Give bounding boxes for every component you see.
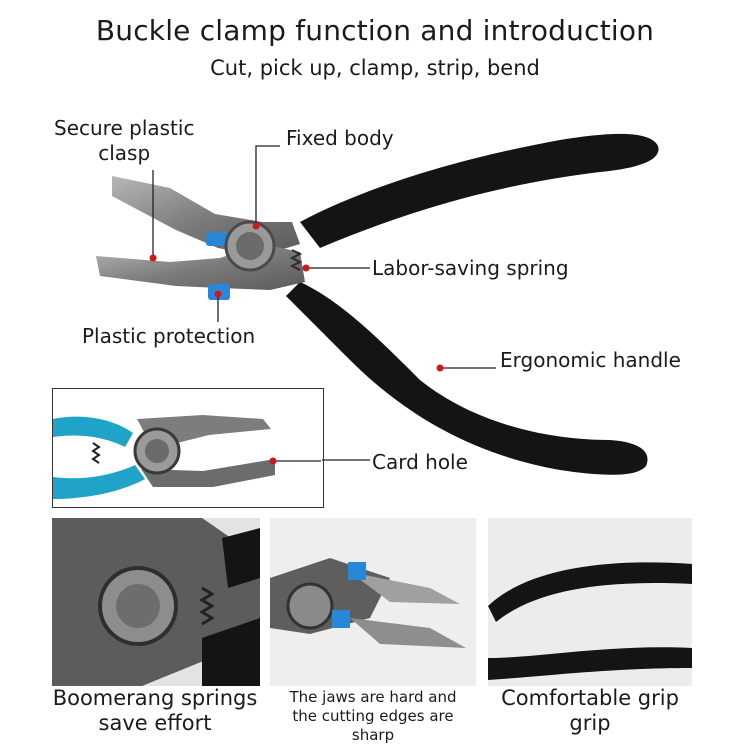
blue-protection-upper (206, 232, 228, 246)
caption-comfortable-grip: Comfortable grip grip (501, 686, 679, 736)
pliers-main-illustration (96, 133, 659, 475)
card-hole-inset (52, 388, 324, 508)
page-title: Buckle clamp function and introduction (95, 14, 655, 47)
upper-handle (300, 133, 659, 248)
label-ergonomic-handle: Ergonomic handle (500, 348, 681, 372)
caption-boomerang-springs: Boomerang springs save effort (52, 686, 258, 736)
springs-photo (52, 518, 260, 686)
label-plastic-protection: Plastic protection (82, 324, 256, 348)
spring (289, 249, 303, 271)
label-labor-saving-spring: Labor-saving spring (372, 256, 569, 280)
caption-jaws: The jaws are hard and the cutting edges … (289, 688, 457, 744)
lower-handle (286, 282, 648, 475)
page-subtitle: Cut, pick up, clamp, strip, bend (210, 56, 540, 80)
label-secure-plastic-clasp: Secure plastic clasp (54, 116, 195, 165)
jaws-photo (270, 518, 476, 686)
inset-pliers-illustration (53, 415, 321, 499)
grip-photo (488, 518, 692, 686)
label-fixed-body: Fixed body (286, 126, 394, 150)
label-card-hole: Card hole (372, 450, 468, 474)
